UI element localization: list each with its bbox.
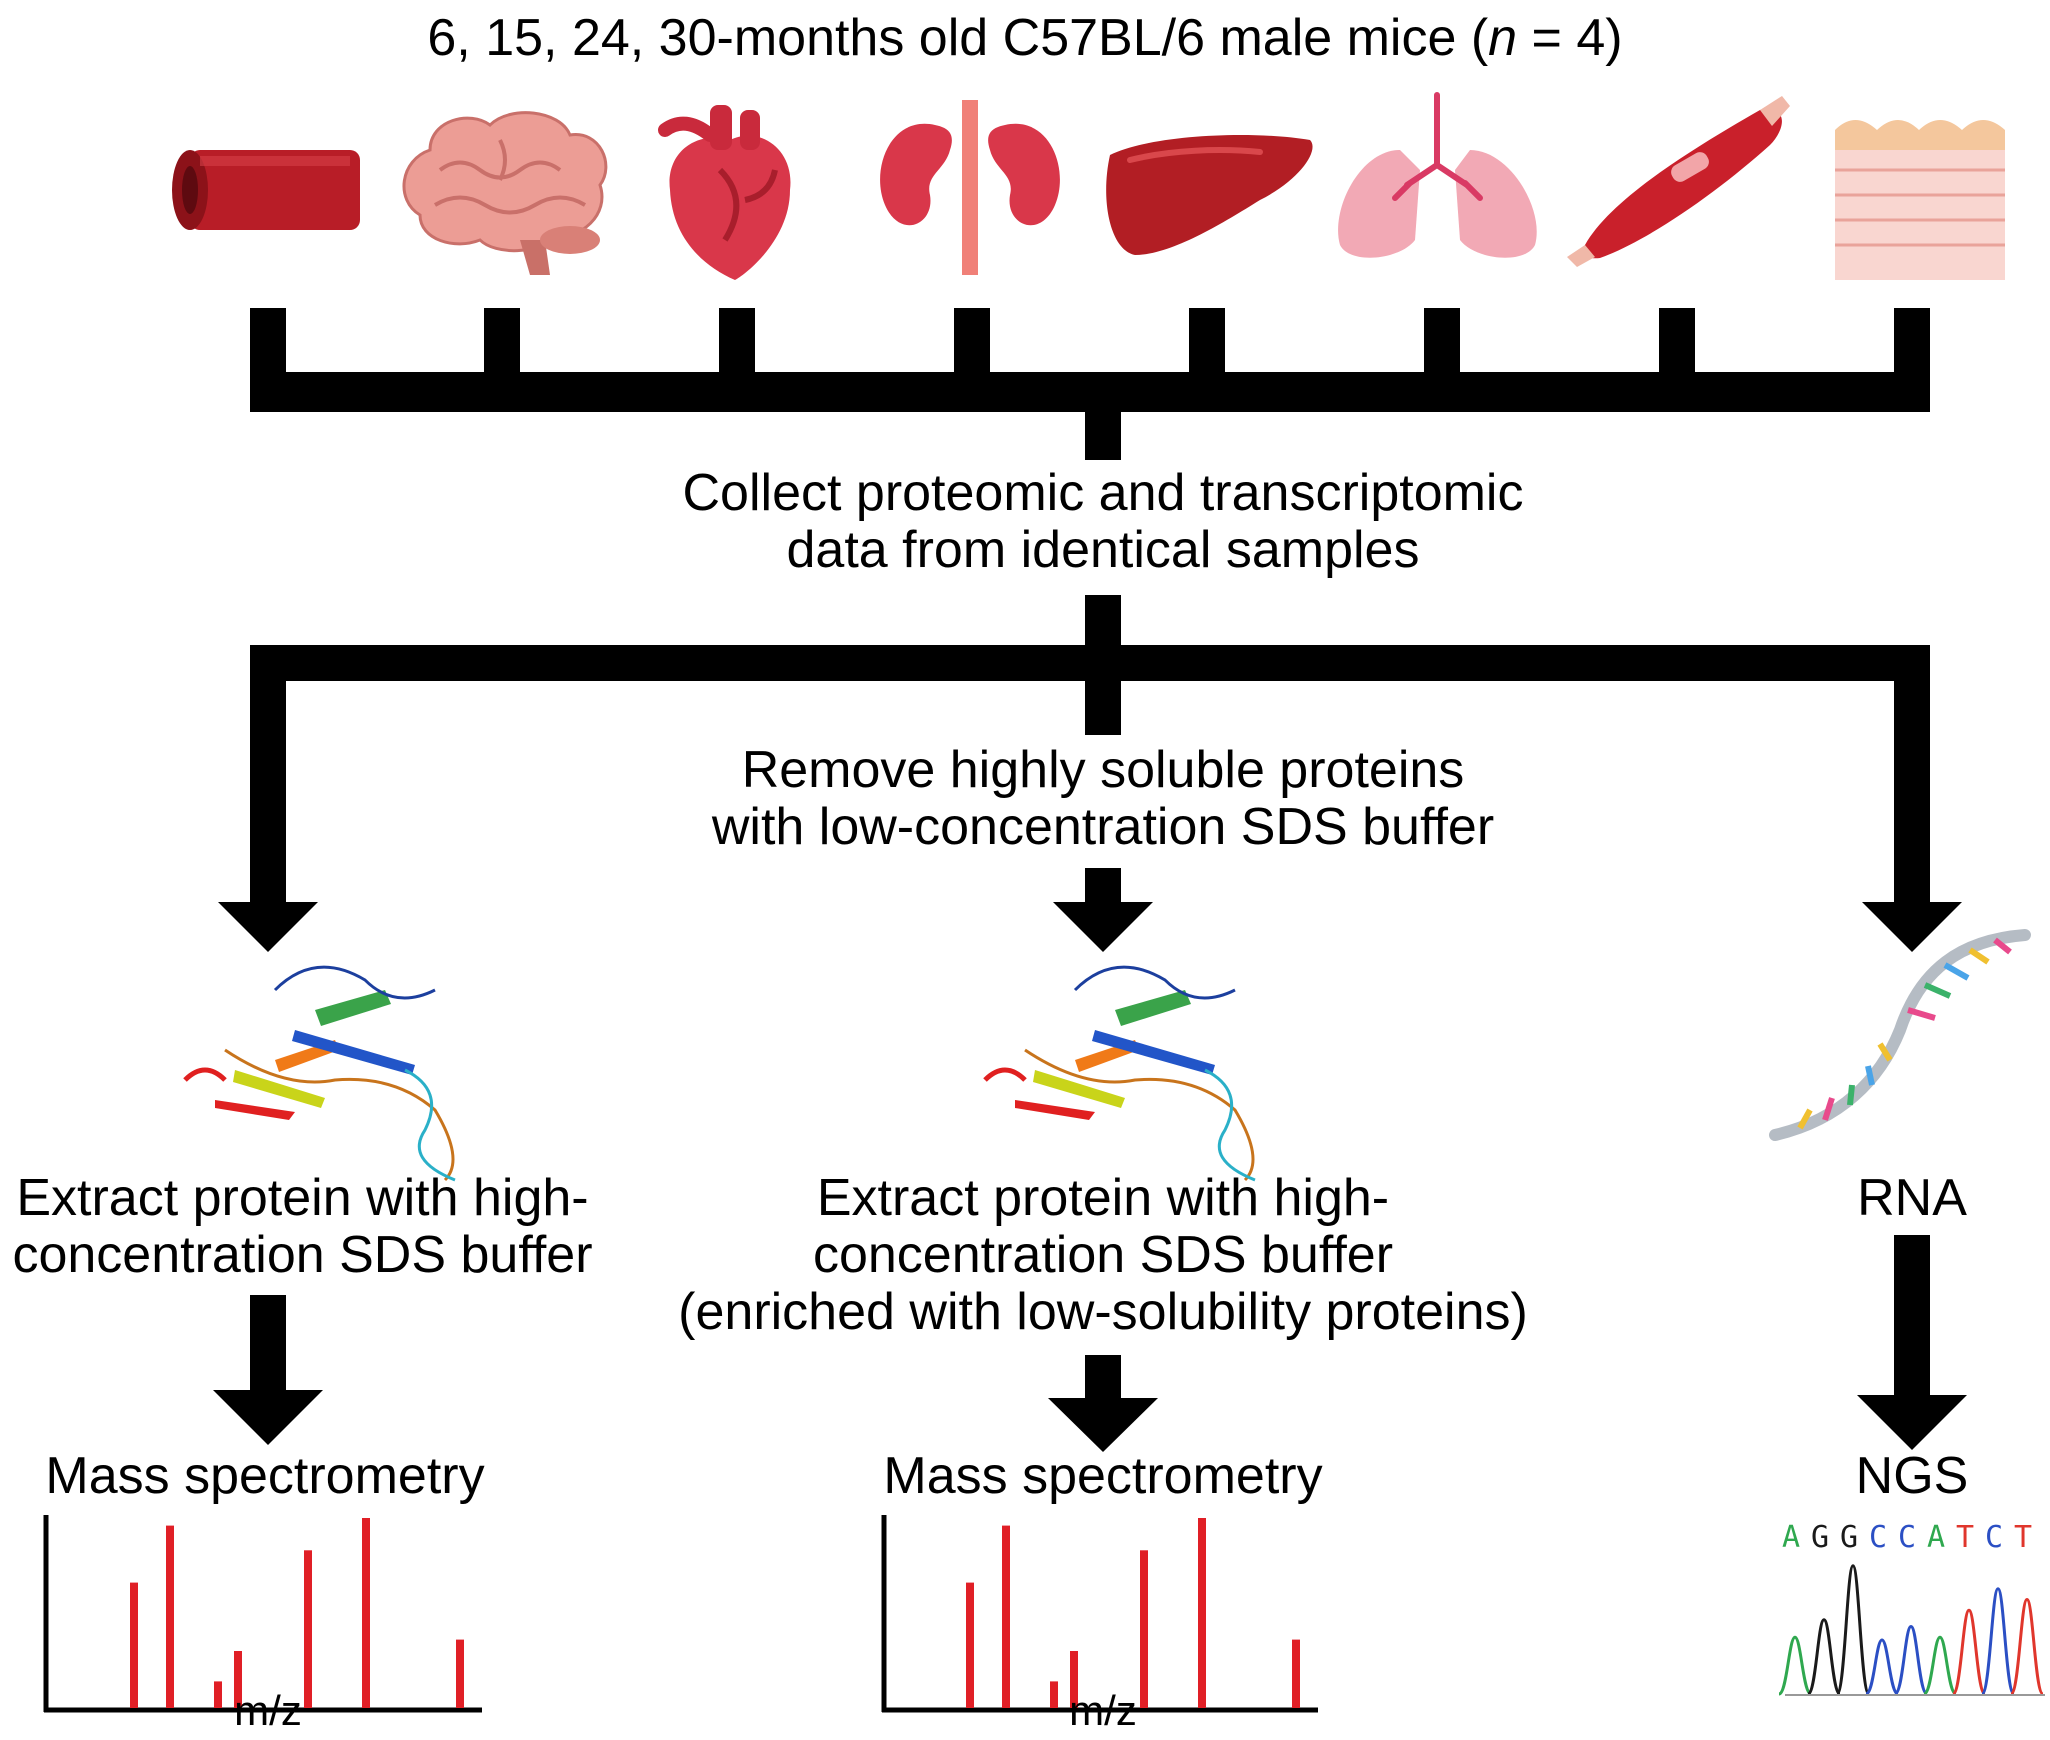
arrow-to-left-protein [218, 902, 318, 952]
spectrum-middle-peaks [966, 1518, 1300, 1708]
spectrum-middle-peak [1292, 1639, 1300, 1708]
remove-step-text: Remove highly soluble proteins with low-… [603, 742, 1603, 856]
arrow-to-rna [1862, 902, 1962, 952]
ngs-base-letter: C [1898, 1520, 1917, 1555]
middle-ms-label: Mass spectrometry [883, 1447, 1323, 1505]
ngs-base-letter: T [2014, 1520, 2033, 1555]
arrow-left-to-ms [213, 1295, 323, 1445]
ngs-chromatogram [1777, 1564, 2045, 1696]
branch-connector [250, 595, 1930, 905]
ngs-trace-peak [1864, 1638, 1900, 1696]
arrow-to-mid-protein [1053, 868, 1153, 952]
collect-step-text: Collect proteomic and transcriptomic dat… [603, 465, 1603, 579]
left-extract-line-2: concentration SDS buffer [12, 1226, 593, 1284]
spectrum-left-peak [130, 1582, 138, 1708]
left-extract-line-1: Extract protein with high- [16, 1169, 589, 1227]
spectrum-middle-peak [1070, 1651, 1078, 1708]
spectrum-middle-peak [1002, 1525, 1010, 1708]
arrow-rna-to-ngs [1857, 1235, 1967, 1450]
rna-label: RNA [1857, 1169, 1967, 1227]
ngs-trace-peak [1777, 1635, 1813, 1696]
ngs-trace-peak [1951, 1608, 1987, 1696]
ngs-trace-peak [1806, 1618, 1842, 1696]
ngs-trace-peak [1835, 1564, 1871, 1696]
arrow-mid-to-ms [1048, 1355, 1158, 1452]
skin-icon [1835, 120, 2005, 280]
left-ms-label: Mass spectrometry [45, 1447, 485, 1505]
ngs-base-letter: G [1840, 1520, 1859, 1555]
spectrum-left-peak [234, 1651, 242, 1708]
ngs-base-letter: A [1927, 1520, 1946, 1555]
mass-spectrum-middle [881, 1515, 1318, 1713]
middle-extract-line-1: Extract protein with high- [816, 1169, 1390, 1227]
kidney-icon [880, 100, 1060, 275]
protein-structure-icon-middle [983, 965, 1256, 1182]
ngs-trace-peak [2009, 1597, 2045, 1696]
blood-vessel-icon [172, 150, 360, 230]
ngs-trace-peak [1980, 1587, 2016, 1696]
left-spectrum-xlabel: m/z [234, 1687, 302, 1734]
collect-step-line-1: Collect proteomic and transcriptomic [682, 464, 1524, 522]
spectrum-middle-peak [1140, 1550, 1148, 1708]
spectrum-left-peak [456, 1639, 464, 1708]
collect-step-line-2: data from identical samples [786, 521, 1420, 579]
ngs-base-letter: G [1811, 1520, 1830, 1555]
spectrum-middle-peak [1198, 1518, 1206, 1708]
spectrum-middle-peak [966, 1582, 974, 1708]
heart-icon [658, 105, 791, 280]
spectrum-left-peak [214, 1681, 222, 1708]
ngs-base-letter: T [1956, 1520, 1975, 1555]
remove-step-line-1: Remove highly soluble proteins [741, 741, 1465, 799]
middle-spectrum-xlabel: m/z [1069, 1687, 1137, 1734]
spectrum-middle-peak [1050, 1681, 1058, 1708]
spectrum-left-peak [304, 1550, 312, 1708]
ngs-trace-peak [1893, 1624, 1929, 1696]
ngs-trace-peaks [1777, 1564, 2045, 1696]
remove-step-line-2: with low-concentration SDS buffer [711, 798, 1495, 856]
lung-icon [1338, 92, 1537, 258]
spectrum-left-peak [362, 1518, 370, 1708]
muscle-icon [1567, 96, 1790, 267]
ngs-base-letter: C [1869, 1520, 1888, 1555]
protein-structure-icon-left [183, 965, 456, 1182]
mass-spectrum-left [43, 1515, 482, 1713]
rna-helix-icon [1769, 929, 2031, 1141]
ngs-label: NGS [1855, 1447, 1969, 1505]
ngs-trace-peak [1922, 1635, 1958, 1696]
page-title: 6, 15, 24, 30-months old C57BL/6 male mi… [427, 9, 1623, 67]
brain-icon [402, 111, 608, 275]
ngs-base-letter: A [1782, 1520, 1801, 1555]
left-extract-step-text: Extract protein with high- concentration… [0, 1170, 605, 1284]
middle-extract-step-text: Extract protein with high- concentration… [603, 1170, 1603, 1341]
ngs-base-letter: C [1985, 1520, 2004, 1555]
spectrum-left-peaks [130, 1518, 464, 1708]
middle-extract-line-3: (enriched with low-solubility proteins) [678, 1283, 1528, 1341]
spectrum-left-peak [166, 1525, 174, 1708]
middle-extract-line-2: concentration SDS buffer [812, 1226, 1394, 1284]
liver-icon [1106, 135, 1313, 255]
organ-connector-bracket [250, 308, 1930, 460]
